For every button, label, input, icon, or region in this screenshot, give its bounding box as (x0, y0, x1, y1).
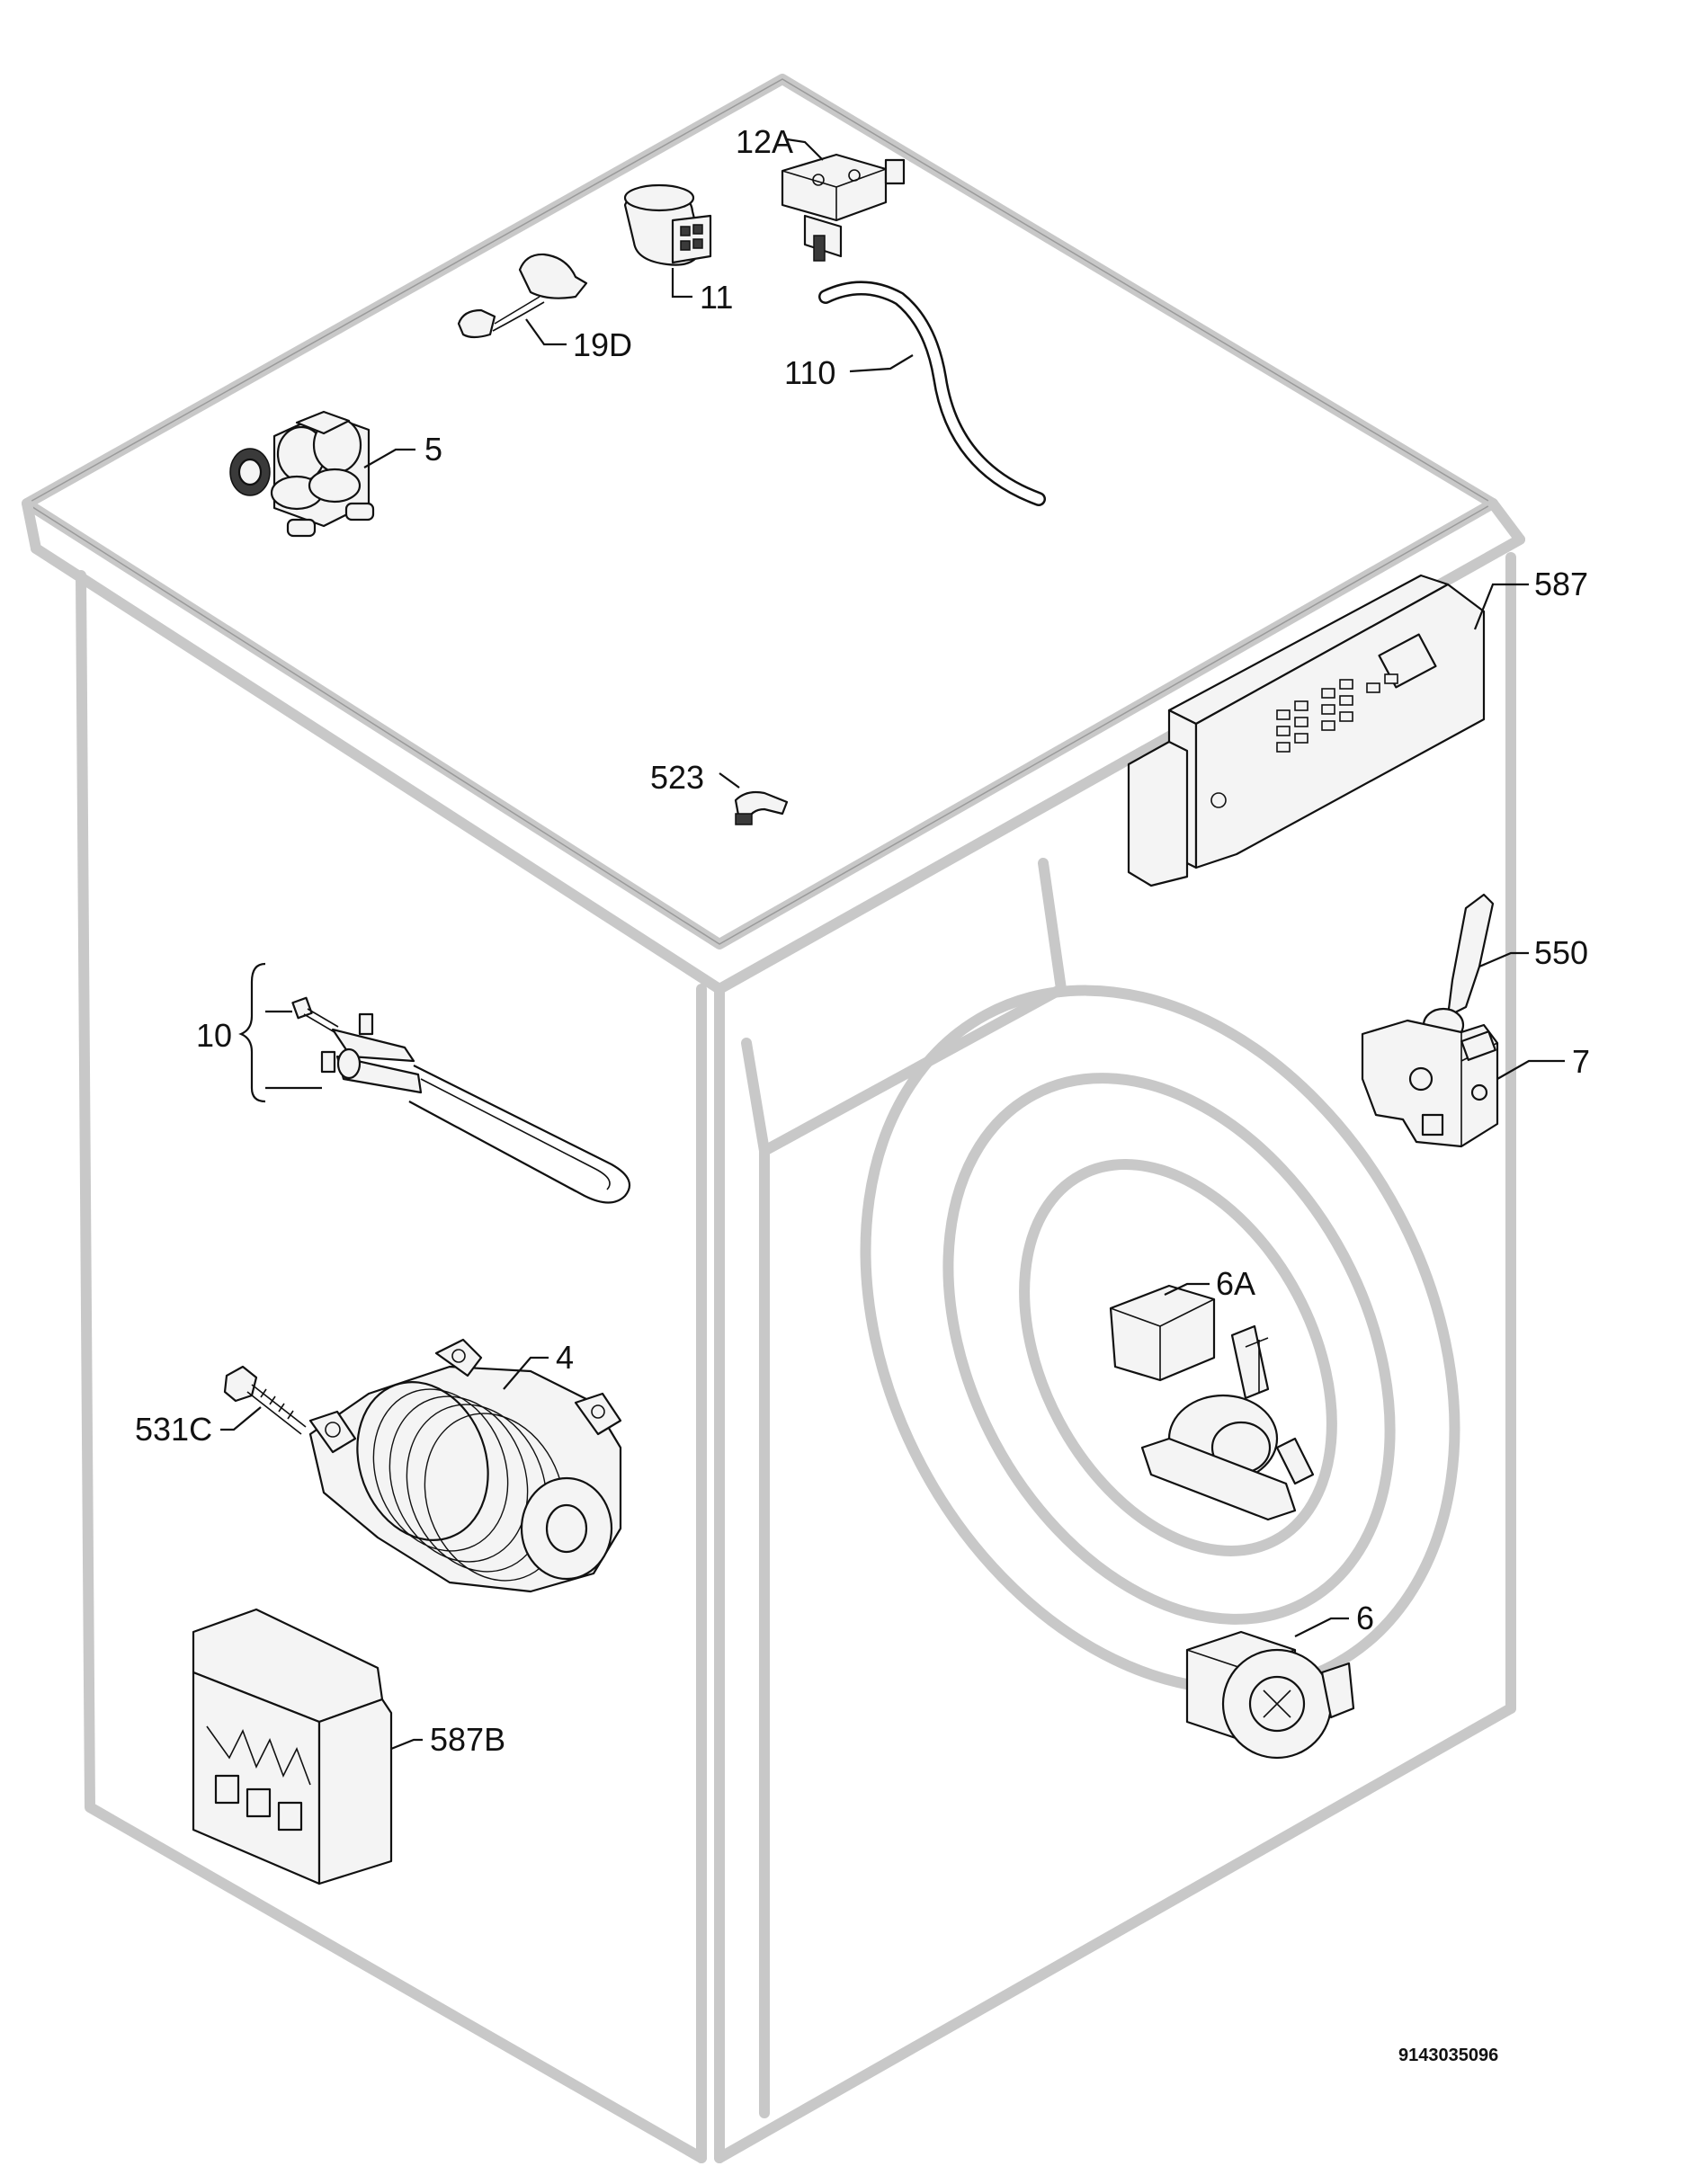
leader-6a (1164, 1282, 1210, 1296)
drawing-code: 9143035096 (1398, 2046, 1498, 2065)
leader-587 (1473, 583, 1529, 630)
label-12a: 12A (736, 123, 793, 160)
leader-12a (786, 138, 824, 161)
label-5: 5 (424, 431, 442, 468)
capacitor-11 (623, 183, 712, 266)
label-11: 11 (700, 279, 733, 316)
leader-523 (719, 772, 740, 789)
leader-550 (1478, 951, 1529, 968)
label-523: 523 (650, 759, 704, 796)
label-6a: 6A (1216, 1265, 1255, 1302)
label-587: 587 (1534, 566, 1588, 602)
motor-4 (308, 1338, 622, 1593)
leader-19d (525, 318, 567, 346)
leader-7 (1496, 1059, 1565, 1080)
heater-10 (320, 1012, 631, 1204)
label-6: 6 (1356, 1600, 1374, 1636)
label-7: 7 (1572, 1043, 1590, 1080)
leader-110 (849, 354, 914, 373)
brace-10 (238, 962, 266, 1103)
label-4: 4 (556, 1339, 574, 1376)
motor-board-587b (192, 1608, 393, 1885)
label-550: 550 (1534, 934, 1588, 971)
label-110: 110 (784, 354, 835, 391)
label-587b: 587B (430, 1721, 505, 1758)
clip-523 (734, 790, 789, 825)
door-lever-550 (1422, 893, 1495, 1043)
hose-110 (818, 281, 1046, 506)
control-board-587 (1127, 574, 1486, 887)
leader-531c (220, 1406, 262, 1431)
label-19d: 19D (573, 326, 632, 363)
door-lock-7 (1361, 1019, 1499, 1148)
heater-screw (291, 996, 339, 1033)
suppressor-19d (457, 253, 588, 339)
pressure-switch-12a (781, 153, 906, 262)
cabinet-outline (22, 74, 1525, 2163)
leader-587b (390, 1738, 423, 1751)
leader-10 (265, 1010, 322, 1090)
inlet-valve-5 (229, 410, 375, 538)
screw-531c (223, 1365, 307, 1435)
label-531c: 531C (135, 1411, 212, 1448)
leader-4 (503, 1356, 549, 1390)
leader-11 (671, 268, 692, 299)
leader-6 (1294, 1617, 1349, 1637)
drain-pump-6a (1109, 1284, 1315, 1521)
label-10: 10 (196, 1017, 232, 1054)
leader-5 (363, 448, 415, 468)
pump-6 (1185, 1630, 1355, 1760)
